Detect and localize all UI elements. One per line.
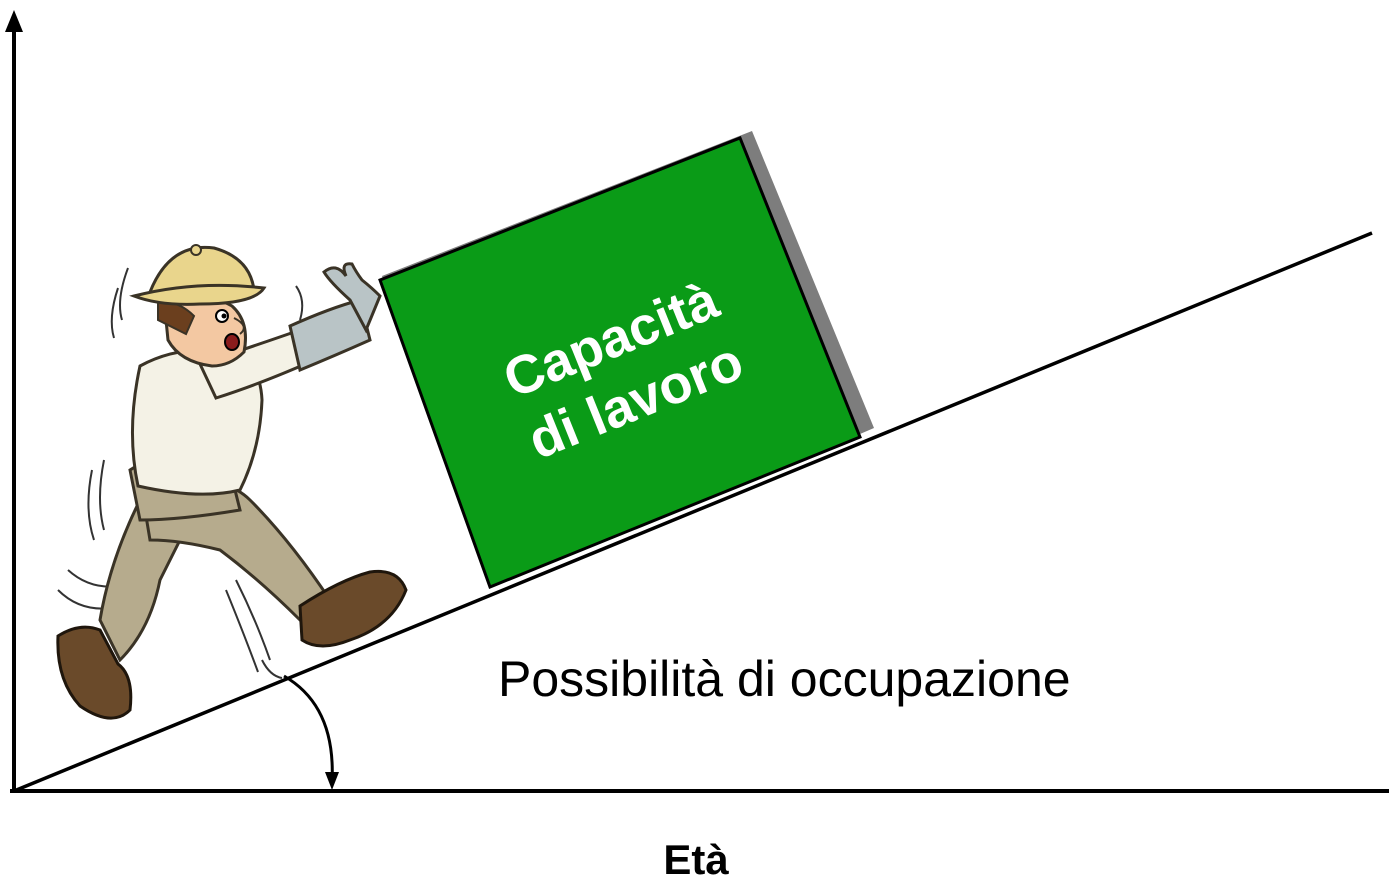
man-pushing-box-icon	[56, 244, 408, 720]
angle-arc-icon	[283, 674, 339, 790]
y-axis	[5, 10, 23, 792]
slope-label: Possibilità di occupazione	[498, 651, 1071, 707]
x-axis-label: Età	[663, 836, 729, 881]
work-capacity-box	[378, 136, 862, 589]
y-axis-arrow-icon	[5, 10, 23, 32]
slope-line	[13, 231, 1373, 793]
